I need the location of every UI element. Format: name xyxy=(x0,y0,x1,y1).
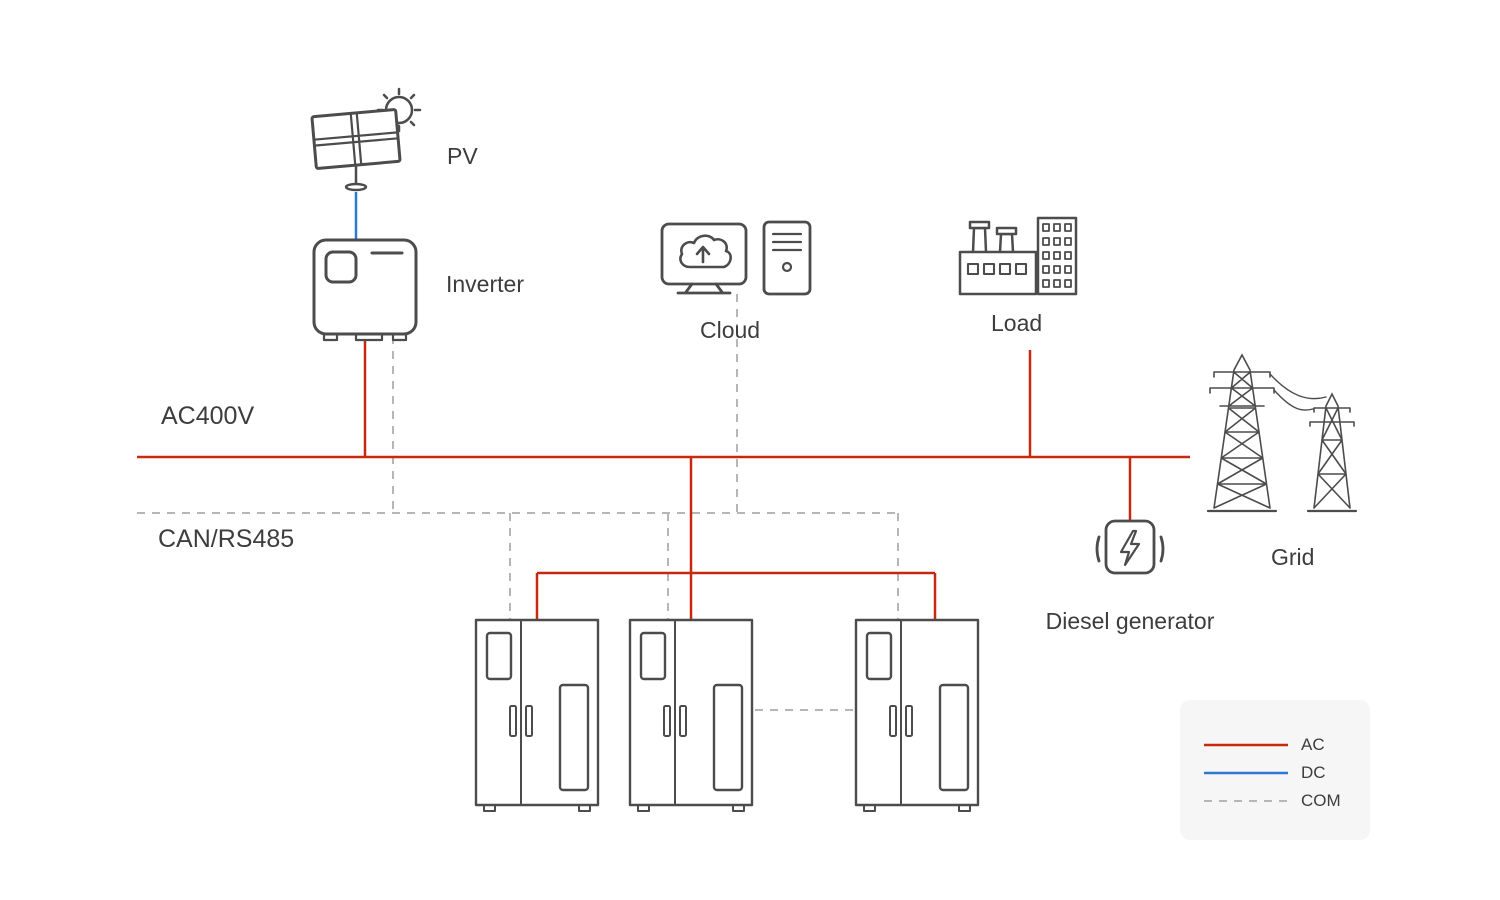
battery-cabinet-3 xyxy=(854,618,980,814)
legend-item-dc: DC xyxy=(1180,759,1370,787)
building-windows xyxy=(1042,223,1072,288)
left-bracket xyxy=(1095,535,1101,563)
legend-label-ac: AC xyxy=(1301,735,1325,754)
grid-towers-icon xyxy=(1190,350,1380,522)
upload-arrow-icon xyxy=(695,245,711,264)
battery-cabinet-1 xyxy=(474,618,600,814)
ac-lines xyxy=(137,340,1190,620)
power-wires xyxy=(1269,373,1327,411)
ac-line-sample xyxy=(1204,743,1288,747)
inverter-label: Inverter xyxy=(446,271,524,297)
legend-label-dc: DC xyxy=(1301,763,1326,782)
legend: AC DC COM xyxy=(1180,700,1370,840)
inverter-icon xyxy=(310,236,420,344)
lightning-bolt-icon xyxy=(1119,529,1141,567)
cloud-icon xyxy=(658,220,818,298)
diesel-generator-icon xyxy=(1090,515,1170,583)
large-pylon xyxy=(1209,353,1275,509)
legend-item-ac: AC xyxy=(1180,731,1370,759)
inverter-display xyxy=(324,250,358,284)
cloud-label: Cloud xyxy=(700,317,761,343)
com-line-sample xyxy=(1204,800,1288,802)
legend-label-com: COM xyxy=(1301,791,1341,810)
com-bus-label: CAN/RS485 xyxy=(158,525,295,553)
ac-bus-label: AC400V xyxy=(161,402,255,430)
pv-label: PV xyxy=(447,143,478,169)
com-lines xyxy=(137,294,899,711)
factory-windows xyxy=(966,262,1028,276)
chimney xyxy=(971,226,988,253)
legend-item-com: COM xyxy=(1180,787,1370,815)
monitor-stand xyxy=(676,282,732,295)
grid-label: Grid xyxy=(1271,544,1315,570)
diesel-generator-label: Diesel generator xyxy=(1045,608,1215,634)
battery-cabinet-2 xyxy=(628,618,754,814)
chimney xyxy=(998,232,1015,253)
load-icon xyxy=(958,214,1078,296)
load-label: Load xyxy=(991,310,1043,336)
dc-line-sample xyxy=(1204,771,1288,775)
small-pylon xyxy=(1309,392,1355,509)
solar-panel xyxy=(310,108,402,170)
computer-tower-icon xyxy=(762,220,812,296)
pv-icon xyxy=(300,85,430,203)
right-bracket xyxy=(1159,535,1165,563)
